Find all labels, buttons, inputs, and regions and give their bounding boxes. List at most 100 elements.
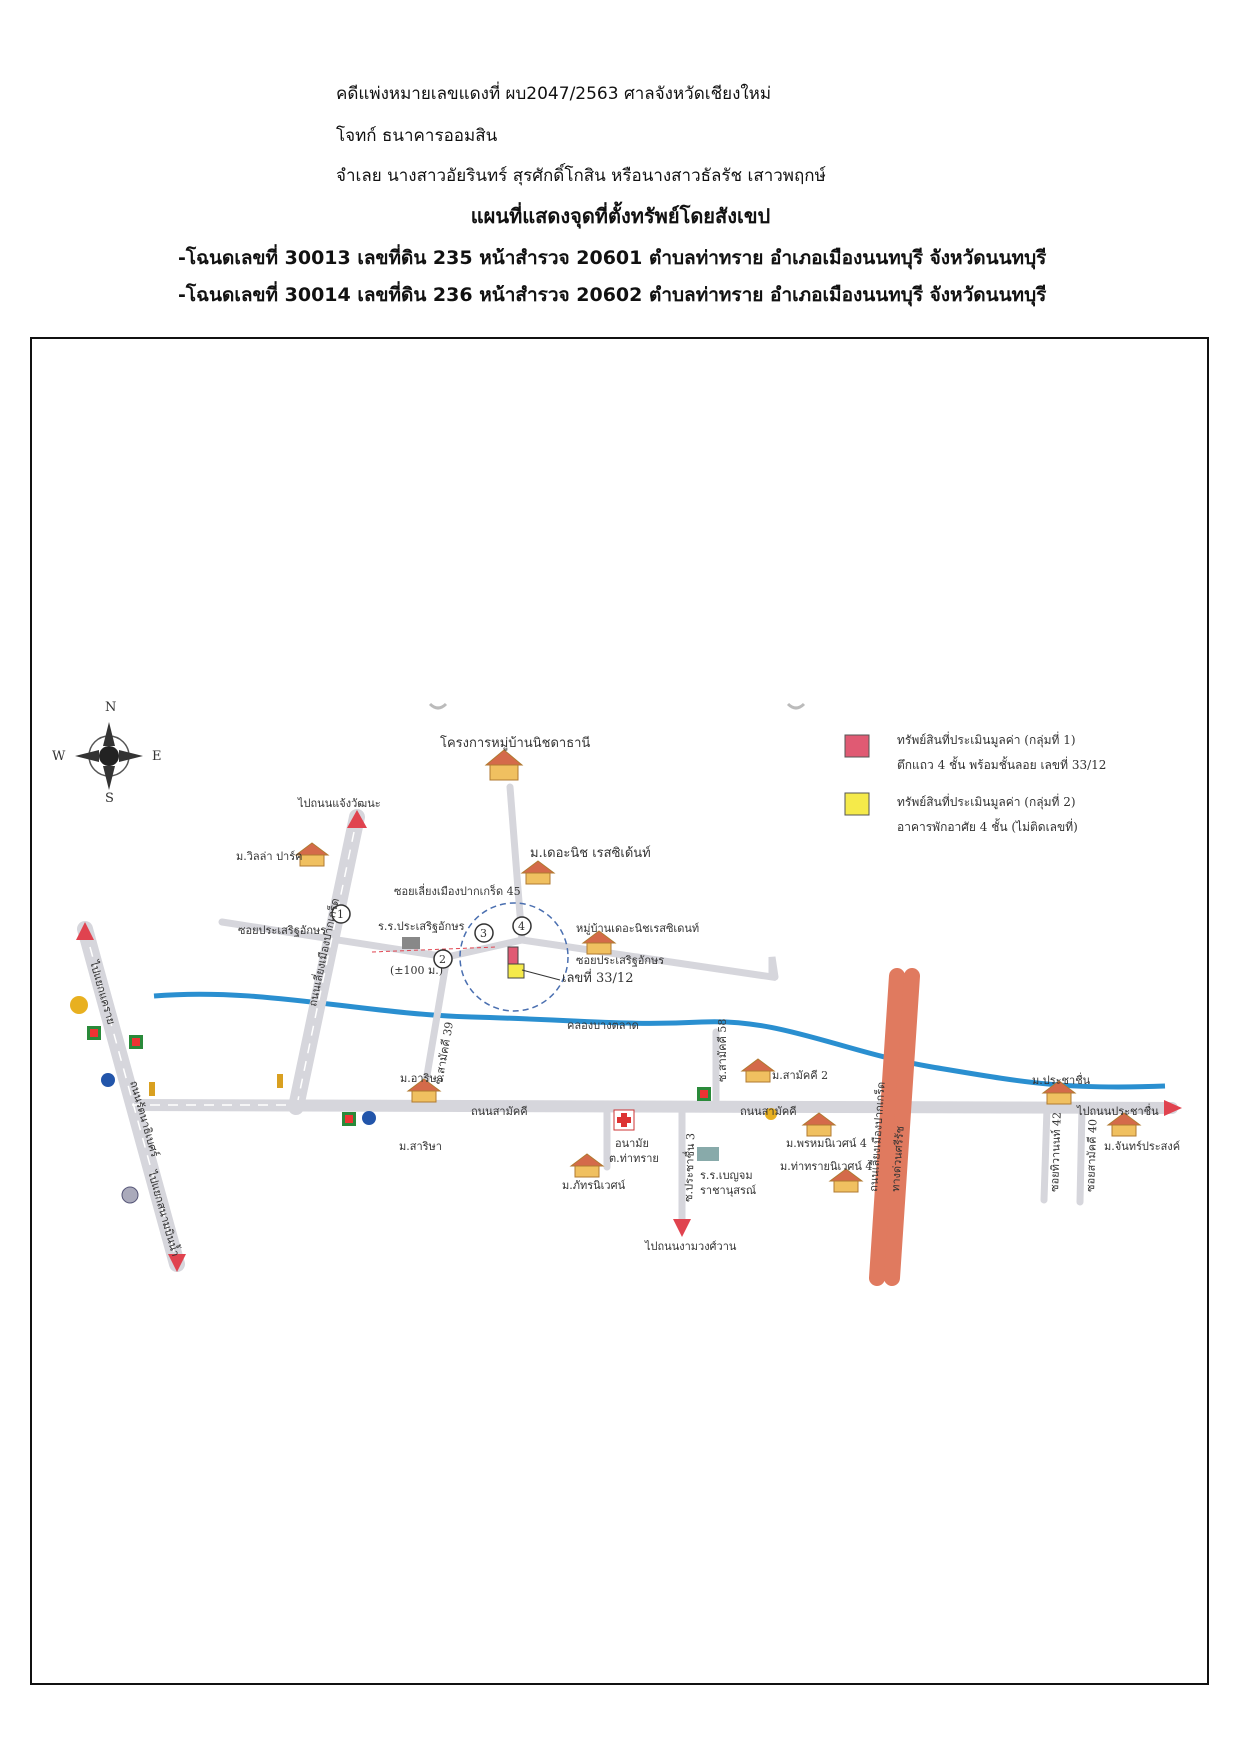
- defendant-line: จำเลย นางสาวอัยรินทร์ สุรศักดิ์โกสิน หรื…: [336, 166, 826, 186]
- label-soi-samakkhi-40: ซอยสามัคคี 40: [1084, 1119, 1100, 1192]
- label-school2-a: ร.ร.เบญจม: [700, 1169, 753, 1182]
- label-samakkhi2: ม.สามัคคี 2: [772, 1069, 828, 1082]
- house-icon: [1041, 1080, 1077, 1105]
- label-to-chaengwattana: ไปถนนแจ้งวัฒนะ: [297, 797, 381, 810]
- school-icon: [697, 1147, 719, 1161]
- legend-group-1-title: ทรัพย์สินที่ประเมินมูลค่า (กลุ่มที่ 1): [897, 731, 1076, 748]
- deed-line-2: -โฉนดเลขที่ 30014 เลขที่ดิน 236 หน้าสำรว…: [178, 284, 1047, 306]
- niche-access-road: [506, 783, 526, 944]
- label-project: โครงการหมู่บ้านนิชดาธานี: [440, 735, 590, 751]
- legend-group-2-desc: อาคารพักอาศัย 4 ชั้น (ไม่ติดเลขที่): [897, 818, 1078, 834]
- label-the-niche: ม.เดอะนิช เรสซิเด้นท์: [530, 845, 651, 861]
- label-samakkhi-left: ถนนสามัคคี: [471, 1105, 528, 1118]
- compass-north-label: N: [105, 700, 116, 715]
- legend-swatch-group-2: [844, 792, 870, 816]
- label-villa-park: ม.วิลล่า ปาร์ค: [236, 850, 303, 863]
- label-chanphen: ม.จันทร์ประสงค์: [1104, 1140, 1180, 1153]
- compass-east-label: E: [152, 749, 162, 764]
- compass-rose-icon: [75, 722, 143, 790]
- label-soi-prasert-left: ซอยประเสริฐอักษร: [238, 924, 326, 937]
- label-soi-samakkhi-58: ซ.สามัคคี 58: [716, 1019, 729, 1082]
- soi-samakkhi-40-road: [1076, 1104, 1086, 1206]
- svg-text:3: 3: [480, 927, 487, 940]
- label-soi-tiwanon: ซอยทิวานนท์ 42: [1048, 1112, 1064, 1192]
- parcel-group-2: [507, 963, 525, 979]
- seven-eleven-icon: [87, 1026, 101, 1040]
- canal-label: คลองบางตลาด: [567, 1019, 639, 1032]
- legend-swatch-group-1: [844, 734, 870, 758]
- label-thasai-niwet: ม.ท่าทรายนิเวศน์ 4: [780, 1160, 872, 1173]
- label-soi-45: ซอยเลี่ยงเมืองปากเกร็ด 45: [394, 883, 521, 898]
- house-icon: [581, 930, 617, 955]
- label-to-prachachuen: ไปถนนประชาชื่น: [1076, 1103, 1159, 1118]
- expressway-label-a: ทางด่วนศรีรัช: [889, 1126, 907, 1193]
- legend-group-1-desc: ตึกแถว 4 ชั้น พร้อมชั้นลอย เลขที่ 33/12: [897, 756, 1106, 772]
- arrow-down-icon: [673, 1219, 691, 1237]
- compass-west-label: W: [52, 749, 66, 764]
- gas-station-icon: [101, 1073, 777, 1125]
- house-icon: [801, 1112, 837, 1137]
- label-health: อนามัย: [615, 1137, 649, 1150]
- seven-eleven-icon: [129, 1035, 143, 1049]
- soi-tiwanon-road: [1040, 1104, 1051, 1204]
- arrow-up-icon: [347, 810, 367, 828]
- house-icon: [520, 860, 556, 885]
- house-icon: [484, 749, 524, 781]
- page-title: แผนที่แสดงจุดที่ตั้งทรัพย์โดยสังเขป: [470, 204, 771, 228]
- site-radius-circle: [459, 902, 569, 1012]
- label-soi-prasert-right: ซอยประเสริฐอักษร: [576, 954, 664, 967]
- house-number-label: เลขที่ 33/12: [562, 969, 633, 986]
- map-edge-mark: [428, 702, 448, 710]
- label-village-dew: หมู่บ้านเดอะนิชเรสซิเดนท์: [576, 922, 699, 935]
- label-school2-b: ราชานุสรณ์: [700, 1184, 756, 1197]
- distance-label: (±100 ม.): [390, 964, 443, 977]
- deed-line-1: -โฉนดเลขที่ 30013 เลขที่ดิน 235 หน้าสำรว…: [178, 247, 1047, 269]
- arrow-icons: [76, 810, 1182, 1272]
- marker-3: 3: [474, 923, 494, 943]
- svg-text:4: 4: [518, 920, 525, 933]
- arrow-down-icon: [168, 1254, 186, 1272]
- school-icon: [402, 937, 420, 949]
- label-m-prachuen: ม.ประชาชื่น: [1032, 1072, 1091, 1087]
- label-to-ngam: ไปถนนงามวงศ์วาน: [644, 1240, 737, 1253]
- label-soi-prachachuen: ซ.ประชาชื่น 3: [680, 1133, 697, 1202]
- road-centerline: [297, 831, 355, 1101]
- label-arina: ม.อาริษา: [400, 1072, 443, 1085]
- plaintiff-line: โจทก์ ธนาคารออมสิน: [336, 126, 498, 146]
- canal-line: [153, 991, 1166, 1090]
- marker-4: 4: [512, 916, 532, 936]
- svg-text:2: 2: [439, 953, 446, 966]
- arrow-up-icon: [76, 922, 94, 940]
- expressway-si-rat: [869, 968, 920, 1286]
- compass-south-label: S: [105, 791, 114, 806]
- legend-group-2-title: ทรัพย์สินที่ประเมินมูลค่า (กลุ่มที่ 2): [897, 793, 1076, 810]
- house-icon: [828, 1168, 864, 1193]
- traffic-light-icon: [149, 1074, 283, 1096]
- map-frame: N S E W ทรัพย์สินที่ประเมินมูลค่า (กลุ่ม…: [30, 337, 1209, 1685]
- bank-icon: [70, 996, 88, 1014]
- house-icons: [294, 749, 1142, 1193]
- label-samakkhi-right: ถนนสามัคคี: [740, 1105, 797, 1118]
- house-icon: [740, 1058, 776, 1083]
- svg-text:1: 1: [337, 908, 344, 921]
- seven-eleven-icon: [342, 1112, 356, 1126]
- house-icon: [294, 842, 330, 867]
- house-icon: [1106, 1112, 1142, 1137]
- case-number-line: คดีแพ่งหมายเลขแดงที่ ผบ2047/2563 ศาลจังห…: [336, 84, 772, 104]
- house-icon: [406, 1078, 442, 1103]
- map-edge-mark: [786, 702, 806, 710]
- soi-prasert-right-road: [518, 936, 779, 982]
- house-number-pointer: [521, 969, 561, 981]
- label-school: ร.ร.ประเสริฐอักษร: [378, 920, 465, 933]
- label-sarisa: ม.สาริษา: [399, 1140, 442, 1153]
- government-icon: [121, 1186, 139, 1204]
- label-tha-sai: ต.ท่าทราย: [609, 1152, 659, 1165]
- location-map: N S E W ทรัพย์สินที่ประเมินมูลค่า (กลุ่ม…: [52, 700, 1182, 1286]
- label-phattharawet: ม.ภัทรนิเวศน์: [562, 1179, 626, 1192]
- house-icon: [569, 1153, 605, 1178]
- marker-1: 1: [331, 904, 351, 924]
- arrow-right-icon: [1164, 1100, 1182, 1116]
- marker-2: 2: [433, 949, 453, 969]
- label-phromniwet: ม.พรหมนิเวศน์ 4: [786, 1137, 867, 1150]
- soi-prasert-left-road: [218, 918, 451, 961]
